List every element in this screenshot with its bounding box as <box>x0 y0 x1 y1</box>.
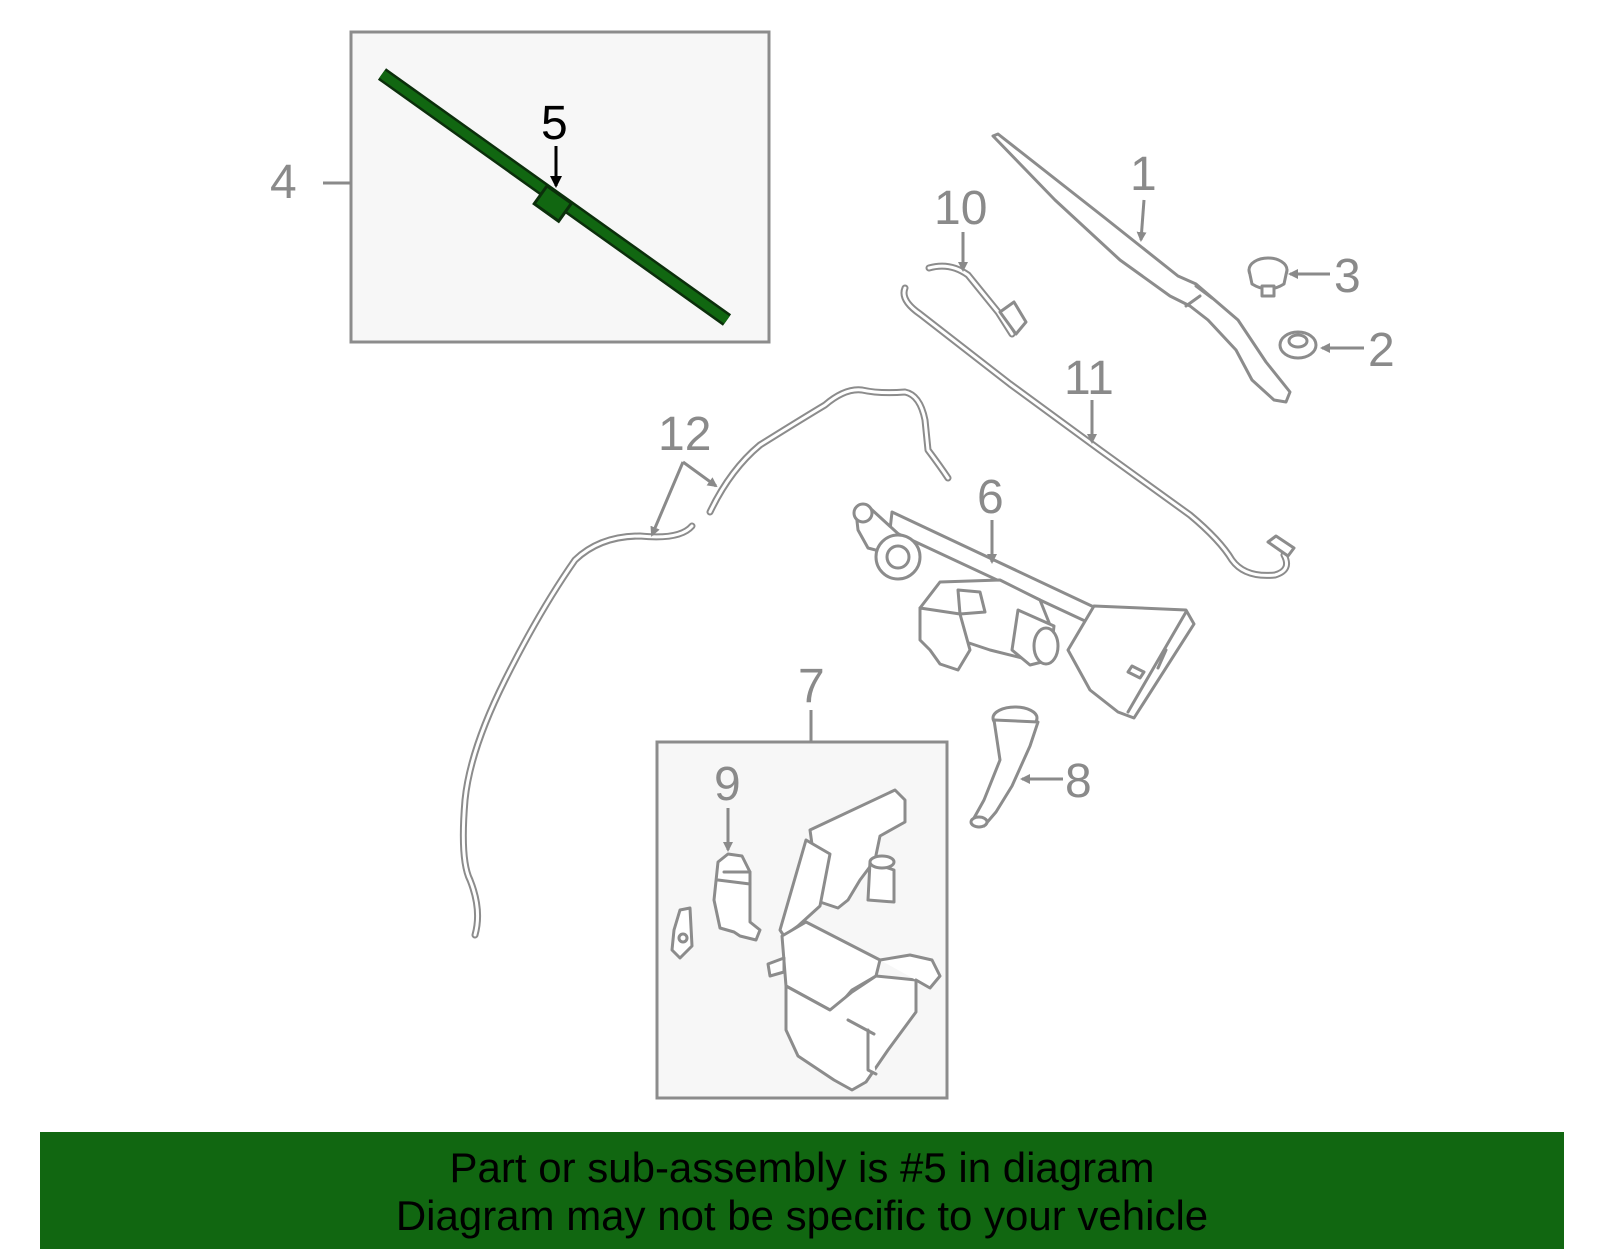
callout-11: 11 <box>1064 352 1114 405</box>
callout-2: 2 <box>1368 324 1395 377</box>
pivot-nut-part-2: 2 <box>1278 324 1395 377</box>
info-banner: Part or sub-assembly is #5 in diagram Di… <box>40 1132 1564 1249</box>
washer-hose-part-10: 10 <box>925 182 1028 338</box>
callout-12: 12 <box>658 408 711 461</box>
washer-hose-part-11: 11 <box>900 284 1296 579</box>
wiper-motor-linkage-part-6: 6 <box>852 471 1196 720</box>
callout-3: 3 <box>1334 250 1361 303</box>
washer-reservoir-tank <box>766 788 942 1092</box>
filler-neck-part-8: 8 <box>969 705 1092 829</box>
banner-line-1: Part or sub-assembly is #5 in diagram <box>449 1144 1155 1191</box>
callout-8: 8 <box>1065 755 1092 808</box>
banner-line-2: Diagram may not be specific to your vehi… <box>395 1192 1209 1239</box>
callout-9: 9 <box>714 758 741 811</box>
wiper-blade-part-5[interactable]: 5 <box>377 68 732 326</box>
callout-4: 4 <box>270 156 297 209</box>
callout-7: 7 <box>798 660 825 713</box>
washer-hose-part-12: 12 <box>459 386 952 939</box>
callout-6: 6 <box>977 471 1004 524</box>
wiper-arm-part-1: 1 <box>991 132 1292 404</box>
washer-pump-part-9: 9 <box>670 758 762 960</box>
callout-10: 10 <box>934 182 987 235</box>
callout-5: 5 <box>541 97 568 150</box>
pivot-cap-part-3: 3 <box>1247 250 1361 303</box>
callout-1: 1 <box>1130 148 1157 201</box>
